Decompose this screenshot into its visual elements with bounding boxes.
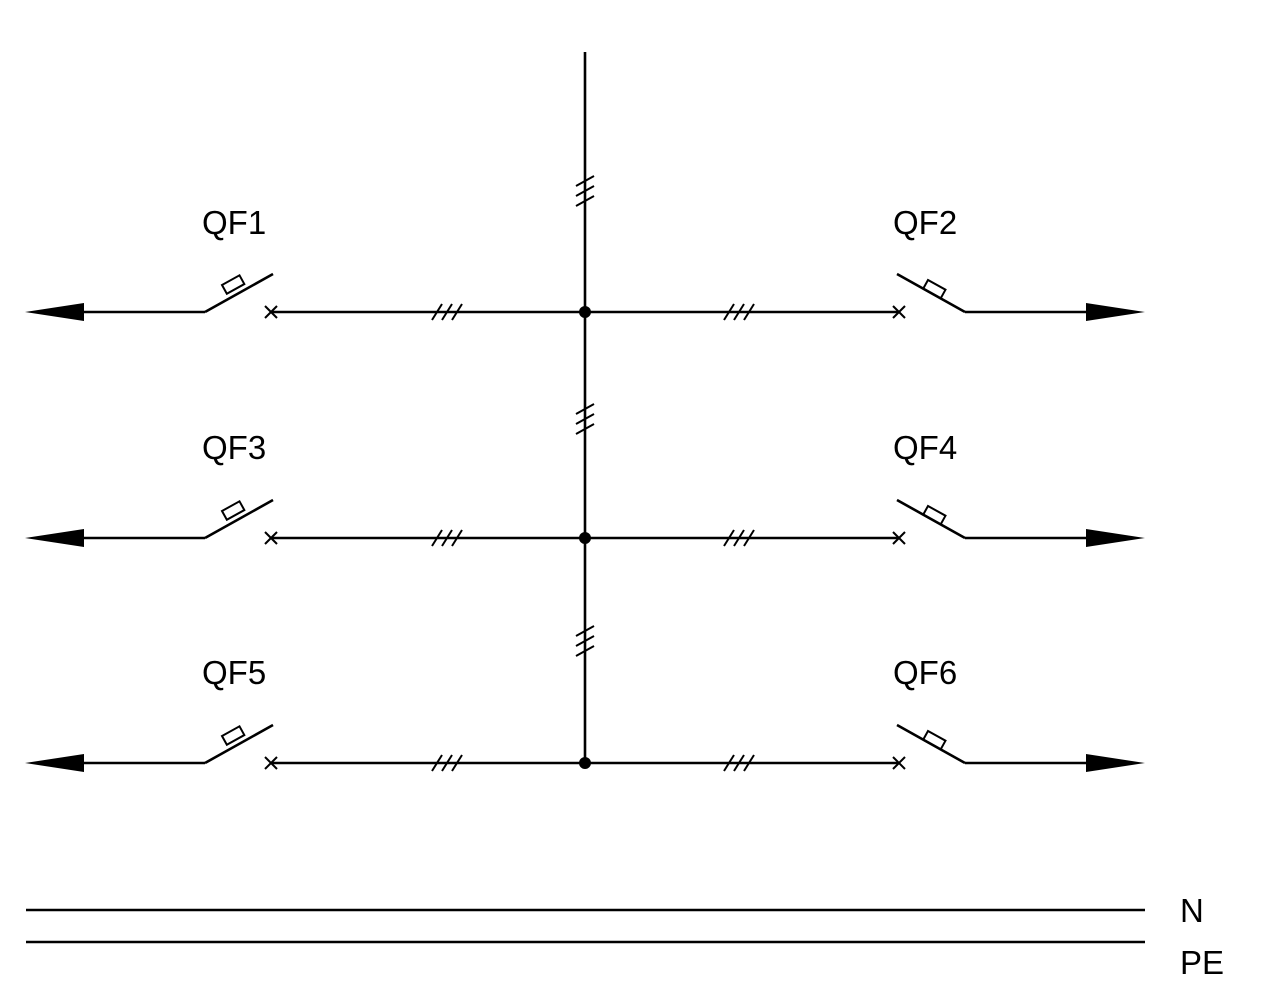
breaker-qf5: QF5 bbox=[25, 654, 278, 772]
pe-label: PE bbox=[1180, 944, 1224, 981]
breaker-latch bbox=[921, 504, 947, 526]
breaker-qf6: QF6 bbox=[892, 654, 1145, 772]
breaker-label: QF4 bbox=[893, 429, 957, 466]
outgoing-arrow bbox=[1086, 529, 1145, 547]
breaker-label: QF5 bbox=[202, 654, 266, 691]
neutral-conductor: N bbox=[26, 892, 1204, 929]
main-bus bbox=[575, 52, 595, 764]
outgoing-arrow bbox=[25, 754, 84, 772]
outgoing-arrow bbox=[25, 529, 84, 547]
feeder-row-1: QF1 QF2 bbox=[25, 204, 1145, 321]
bus-phase-marks-middle bbox=[575, 403, 595, 435]
pe-conductor: PE bbox=[26, 940, 1224, 981]
breaker-latch bbox=[220, 273, 246, 296]
breaker-label: QF6 bbox=[893, 654, 957, 691]
feeder-row-3: QF5 QF6 bbox=[25, 654, 1145, 772]
breaker-blade bbox=[204, 272, 274, 314]
phase-marks-right bbox=[723, 529, 755, 547]
bus-phase-marks-top bbox=[575, 175, 595, 207]
breaker-qf2: QF2 bbox=[892, 204, 1145, 321]
phase-marks-right bbox=[723, 303, 755, 321]
neutral-label: N bbox=[1180, 892, 1204, 929]
breaker-latch bbox=[220, 724, 246, 747]
breaker-blade bbox=[204, 498, 274, 540]
breaker-latch bbox=[921, 729, 947, 751]
bus-phase-marks-bottom bbox=[575, 625, 595, 657]
breaker-label: QF1 bbox=[202, 204, 266, 241]
phase-marks-right bbox=[723, 754, 755, 772]
phase-marks-left bbox=[431, 754, 463, 772]
feeder-row-2: QF3 QF4 bbox=[25, 429, 1145, 547]
breaker-qf3: QF3 bbox=[25, 429, 278, 547]
breaker-latch bbox=[220, 499, 246, 522]
outgoing-arrow bbox=[1086, 303, 1145, 321]
outgoing-arrow bbox=[25, 303, 84, 321]
breaker-qf1: QF1 bbox=[25, 204, 278, 321]
breaker-label: QF2 bbox=[893, 204, 957, 241]
breaker-qf4: QF4 bbox=[892, 429, 1145, 547]
breaker-label: QF3 bbox=[202, 429, 266, 466]
outgoing-arrow bbox=[1086, 754, 1145, 772]
breaker-latch bbox=[921, 278, 947, 300]
phase-marks-left bbox=[431, 529, 463, 547]
breaker-blade bbox=[204, 723, 274, 765]
phase-marks-left bbox=[431, 303, 463, 321]
